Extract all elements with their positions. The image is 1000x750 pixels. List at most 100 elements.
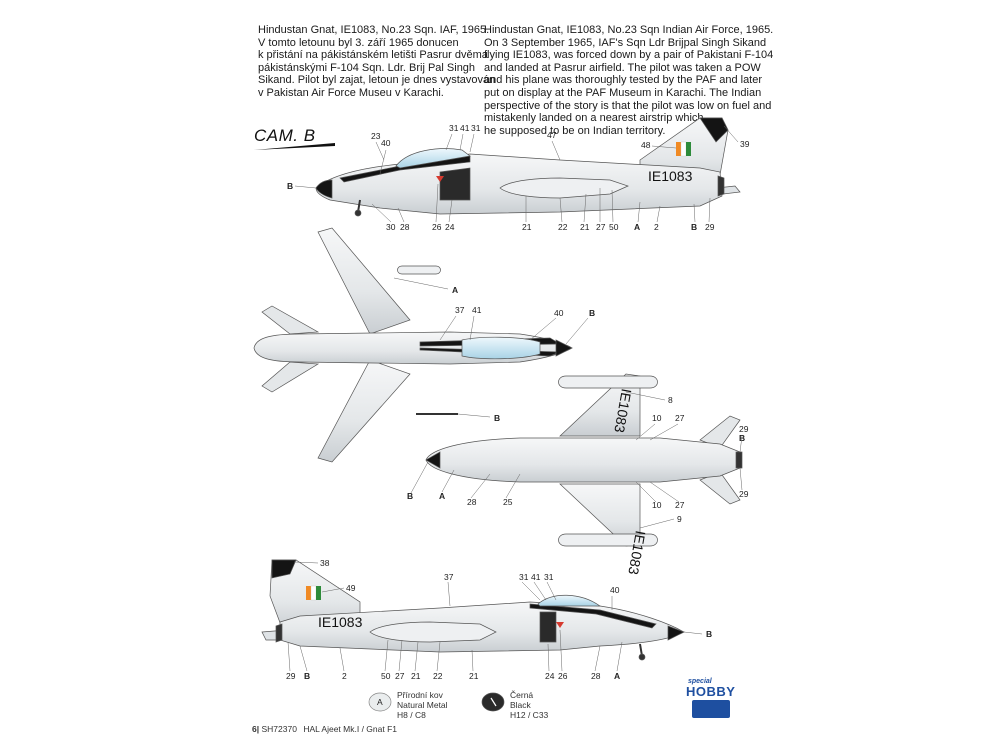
legend-line: Black (510, 700, 531, 710)
callout-number: 29 (739, 489, 749, 499)
callout-number: 40 (610, 585, 620, 595)
callout-number: 22 (558, 222, 568, 232)
text-line: V tomto letounu byl 3. září 1965 donucen (258, 36, 459, 49)
callout-number: 10 (652, 413, 662, 423)
callout-number: B (691, 222, 697, 232)
text-line: and landed at Pasrur airfield. The pilot… (484, 61, 761, 74)
callout-number: 29 (286, 671, 296, 681)
fin-flash-bottom (306, 585, 321, 601)
callout-number: 27 (675, 413, 685, 423)
callout-number: 23 (371, 131, 381, 141)
product-code: SH72370 (261, 724, 297, 734)
callout-number: 27 (596, 222, 606, 232)
callout-number: 40 (381, 138, 391, 148)
callout-number: 30 (386, 222, 396, 232)
callout-number: 24 (545, 671, 555, 681)
callout-number: 2 (654, 222, 659, 232)
page-footer: 6| SH72370 HAL Ajeet Mk.I / Gnat F1 (252, 724, 397, 734)
fin-flash-top (676, 141, 691, 157)
text-line: put on display at the PAF Museum in Kara… (484, 86, 762, 99)
side-view-bottom (261, 559, 685, 661)
serial-side-top: IE1083 (648, 168, 693, 184)
callout-number: 31 (519, 572, 529, 582)
callout-number: 41 (531, 572, 541, 582)
callout-number: 24 (445, 222, 455, 232)
callout-number: A (634, 222, 640, 232)
legend-line: H12 / C33 (510, 710, 549, 720)
callout-number: 28 (591, 671, 601, 681)
callout-number: 26 (432, 222, 442, 232)
text-line: he supposed to be on Indian territory. (484, 124, 666, 137)
legend-natural-metal: Přírodní kov Natural Metal H8 / C8 (397, 690, 448, 720)
text-line: Hindustan Gnat, IE1083, No.23 Sqn Indian… (484, 24, 774, 36)
callout-number: 31 (449, 123, 459, 133)
text-line: perspective of the story is that the pil… (484, 99, 772, 112)
callout-number: 29 (705, 222, 715, 232)
plan-view-bottom (425, 373, 743, 547)
legend-line: Černá (510, 690, 534, 700)
callout-number: 38 (320, 558, 330, 568)
callout-number: 21 (469, 671, 479, 681)
legend-line: Přírodní kov (397, 690, 443, 700)
callout-number: 47 (547, 130, 557, 140)
legend-line: Natural Metal (397, 700, 448, 710)
text-line: mistakenly landed on a nearest airstrip … (484, 112, 704, 125)
callout-number: 50 (609, 222, 619, 232)
callout-number: 10 (652, 500, 662, 510)
roundel-bottom (556, 622, 564, 628)
callout-number: A (452, 285, 458, 295)
callout-number: 22 (433, 671, 443, 681)
title-swoosh (254, 143, 335, 150)
callout-number: B (589, 308, 595, 318)
callout-number: 25 (503, 497, 513, 507)
text-line: On 3 September 1965, IAF's Sqn Ldr Brijp… (484, 36, 767, 49)
callout-number: 29 (739, 424, 749, 434)
callout-number: B (494, 413, 500, 423)
callout-number: 21 (522, 222, 532, 232)
special-hobby-logo: special HOBBY (686, 678, 736, 724)
callouts-side-top: 23 40 31 41 31 47 48 39 B 30 28 26 24 21… (287, 123, 750, 232)
serial-underwing-upper: IE1083 (611, 387, 634, 434)
callout-number: 37 (455, 305, 465, 315)
text-line: Hindustan Gnat, IE1083, No.23 Sqn. IAF, … (258, 24, 490, 36)
callout-number: 50 (381, 671, 391, 681)
text-line: and his plane was thoroughly tested by t… (484, 74, 763, 87)
serial-underwing-lower: IE1083 (625, 529, 648, 576)
callout-number: A (614, 671, 620, 681)
callout-number: 41 (472, 305, 482, 315)
swatch-natural-metal (368, 692, 392, 712)
callout-number: 27 (395, 671, 405, 681)
swatch-key-a: A (377, 697, 383, 707)
callout-number: 39 (740, 139, 750, 149)
callout-number: 28 (400, 222, 410, 232)
callout-number: 26 (558, 671, 568, 681)
callout-number: 31 (471, 123, 481, 133)
scheme-title: CAM. B (254, 126, 316, 145)
callout-number: A (439, 491, 445, 501)
callout-number: 21 (580, 222, 590, 232)
callout-number: B (739, 433, 745, 443)
callout-number: 9 (677, 514, 682, 524)
logo-badge (692, 700, 730, 718)
callouts-plan-bottom: 8 10 27 29 B B A 28 25 10 27 29 9 (407, 391, 749, 529)
callout-number: B (706, 629, 712, 639)
callout-number: 37 (444, 572, 454, 582)
legend-line: H8 / C8 (397, 710, 426, 720)
text-line: k přistání na pákistánském letišti Pasru… (258, 49, 488, 62)
description-czech: Hindustan Gnat, IE1083, No.23 Sqn. IAF, … (258, 24, 495, 100)
callout-number: 49 (346, 583, 356, 593)
callout-number: 31 (544, 572, 554, 582)
roundel-top (436, 176, 444, 182)
text-line: Sikand. Pilot byl zajat, letoun je dnes … (258, 74, 496, 87)
product-title: HAL Ajeet Mk.I / Gnat F1 (303, 724, 398, 734)
text-line: flying IE1083, was forced down by a pair… (484, 49, 774, 62)
callout-number: B (407, 491, 413, 501)
callout-number: 27 (675, 500, 685, 510)
callout-number: 41 (460, 123, 470, 133)
callout-number: 40 (554, 308, 564, 318)
callout-number: 8 (668, 395, 673, 405)
text-line: pákistánskými F-104 Sqn. Ldr. Brij Pal S… (258, 61, 476, 74)
callout-number: 2 (342, 671, 347, 681)
page-number: 6| (252, 724, 260, 734)
